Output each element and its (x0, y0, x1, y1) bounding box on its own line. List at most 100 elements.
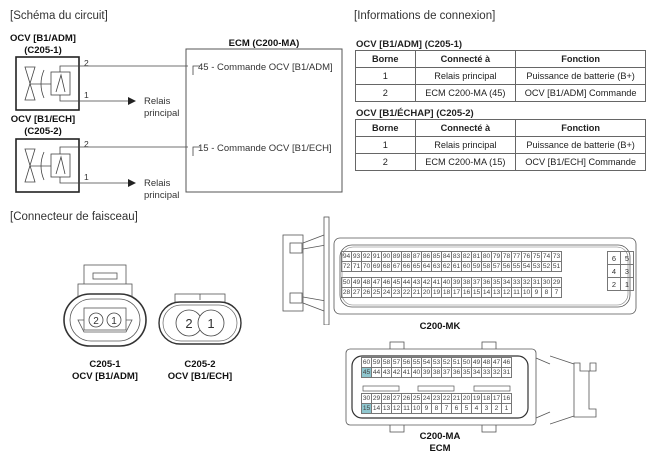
header-connecte: Connecté à (414, 119, 517, 137)
cell-connecte: Relais principal (414, 67, 517, 85)
pin-76: 76 (521, 251, 532, 262)
pin-15: 15 (471, 287, 482, 298)
pin-60: 60 (461, 261, 472, 272)
header-connecte: Connecté à (414, 50, 517, 68)
pin-34: 34 (471, 367, 482, 378)
pin-40: 40 (441, 277, 452, 288)
pin-56: 56 (401, 357, 412, 368)
pin-22: 22 (401, 287, 412, 298)
connection-section-title: [Informations de connexion] (354, 10, 496, 22)
pin-25: 25 (411, 393, 422, 404)
pin-79: 79 (491, 251, 502, 262)
pin-38: 38 (461, 277, 472, 288)
ecm-pin-15-label: 15 - Commande OCV [B1/ECH] (198, 143, 332, 154)
pin-10: 10 (411, 403, 422, 414)
ecm-pin-45-label: 45 - Commande OCV [B1/ADM] (198, 62, 333, 73)
pin-82: 82 (461, 251, 472, 262)
relay-label-ech: Relais principal (144, 178, 179, 202)
pin-80: 80 (481, 251, 492, 262)
pin-38: 38 (431, 367, 442, 378)
valve-icon (24, 148, 36, 183)
pin-19: 19 (431, 287, 442, 298)
pin-55: 55 (511, 261, 522, 272)
pin-4: 4 (471, 403, 482, 414)
pin-51: 51 (551, 261, 562, 272)
pin-7: 7 (551, 287, 562, 298)
rotation-arrow-icon (40, 151, 45, 181)
pin-83: 83 (451, 251, 462, 262)
pin-73: 73 (551, 251, 562, 262)
pin-8: 8 (431, 403, 442, 414)
pin-57: 57 (491, 261, 502, 272)
ocv-adm-name: OCV [B1/ADM] (10, 33, 76, 44)
pin-14: 14 (371, 403, 382, 414)
pin-3: 3 (620, 264, 634, 278)
pin-23: 23 (431, 393, 442, 404)
pin-21: 21 (411, 287, 422, 298)
pin-60: 60 (361, 357, 372, 368)
pin-72: 72 (341, 261, 352, 272)
pin-46: 46 (381, 277, 392, 288)
pin-16: 16 (501, 393, 512, 404)
pin-75: 75 (531, 251, 542, 262)
ecm-title: ECM (C200-MA) (228, 38, 300, 49)
arrow-right-icon (128, 97, 136, 105)
c200-ma-caption-line1: C200-MA (419, 431, 461, 442)
pin-48: 48 (361, 277, 372, 288)
pin-10: 10 (521, 287, 532, 298)
pin-29: 29 (371, 393, 382, 404)
ocv-ech-symbol (15, 138, 188, 193)
pin-19: 19 (471, 393, 482, 404)
pin-92: 92 (361, 251, 372, 262)
pin-9: 9 (531, 287, 542, 298)
pin-58: 58 (481, 261, 492, 272)
pin-49: 49 (471, 357, 482, 368)
ocv-adm-connector: (C205-1) (24, 45, 62, 56)
pin-35: 35 (491, 277, 502, 288)
pin-66: 66 (401, 261, 412, 272)
pin-58: 58 (381, 357, 392, 368)
pin-62: 62 (441, 261, 452, 272)
c205-2-pin-2: 2 (185, 316, 192, 331)
pin-23: 23 (391, 287, 402, 298)
pin-51: 51 (451, 357, 462, 368)
pin-33: 33 (481, 367, 492, 378)
pin-40: 40 (411, 367, 422, 378)
pin-44: 44 (371, 367, 382, 378)
relay-label-adm: Relais principal (144, 96, 179, 120)
pin-63: 63 (431, 261, 442, 272)
c205-2-connector: 2 1 (158, 293, 242, 345)
pin-42: 42 (421, 277, 432, 288)
pin-85: 85 (431, 251, 442, 262)
c200-mk-caption: C200-MK (419, 321, 461, 332)
c205-1-caption-line2: OCV [B1/ADM] (72, 371, 138, 382)
pin-93: 93 (351, 251, 362, 262)
pin-90: 90 (381, 251, 392, 262)
pin-59: 59 (471, 261, 482, 272)
c200-ma-caption-line2: ECM (429, 443, 451, 454)
pin-45: 45 (361, 367, 372, 378)
pin-20: 20 (461, 393, 472, 404)
pin-16: 16 (461, 287, 472, 298)
relay-line2: principal (144, 190, 180, 201)
pin-64: 64 (421, 261, 432, 272)
pin-18: 18 (441, 287, 452, 298)
pin-29: 29 (551, 277, 562, 288)
pin-41: 41 (401, 367, 412, 378)
c205-1-caption: C205-1 OCV [B1/ADM] (55, 359, 155, 383)
harness-section-title: [Connecteur de faisceau] (10, 211, 138, 223)
pin-31: 31 (531, 277, 542, 288)
pin-8: 8 (541, 287, 552, 298)
pin-24: 24 (381, 287, 392, 298)
pin-49: 49 (351, 277, 362, 288)
pin-47: 47 (371, 277, 382, 288)
pin-52: 52 (441, 357, 452, 368)
relay-line2: principal (144, 108, 180, 119)
circuit-wiring (15, 48, 343, 193)
